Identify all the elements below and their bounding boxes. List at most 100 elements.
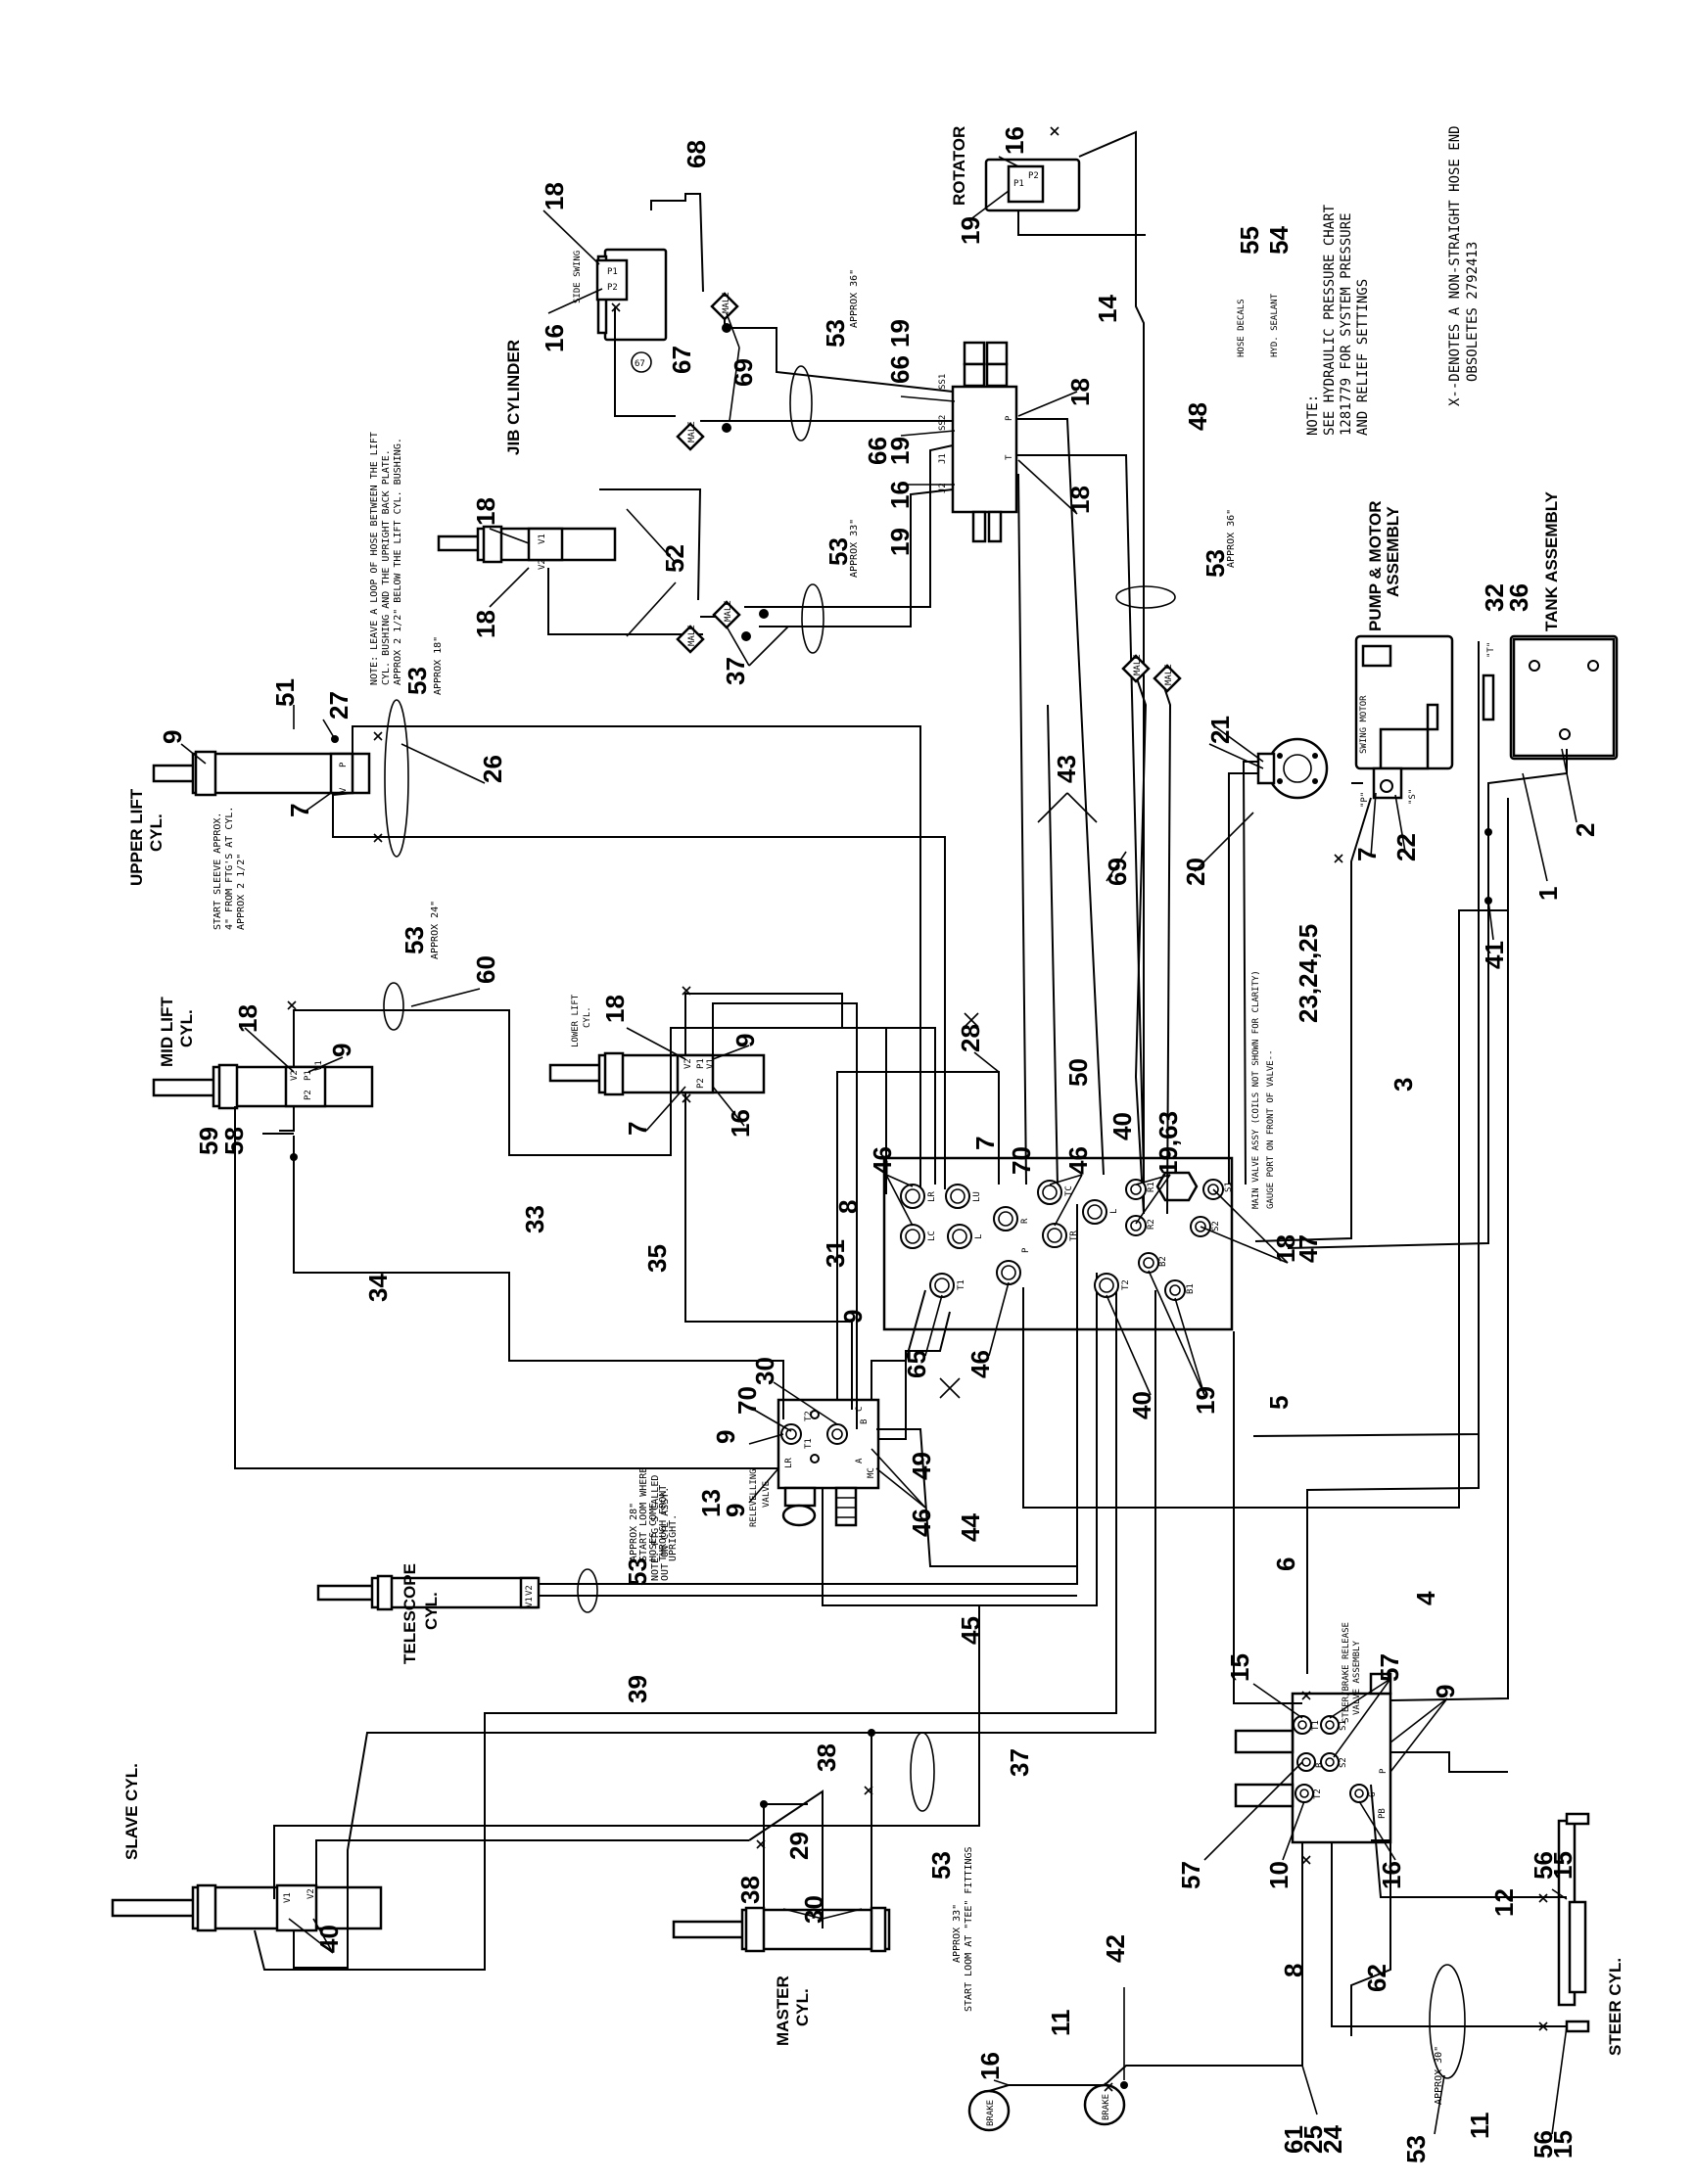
- callout-46: 46: [907, 1509, 936, 1537]
- upper-lift-cylinder: [152, 750, 371, 797]
- male-5: MALE: [1133, 654, 1143, 675]
- svg-text:X--DENOTES A NON-STRAIGHT HOSE: X--DENOTES A NON-STRAIGHT HOSE END: [1447, 125, 1463, 406]
- svg-text:T: T: [1005, 454, 1014, 460]
- svg-text:T1: T1: [804, 1438, 814, 1449]
- svg-text:4" FROM FTG'S AT CYL.: 4" FROM FTG'S AT CYL.: [224, 807, 235, 930]
- callout-34: 34: [363, 1274, 393, 1302]
- svg-text:APPROX 36": APPROX 36": [849, 269, 860, 328]
- callout-46: 46: [868, 1146, 897, 1175]
- callout-53: 53: [402, 667, 432, 695]
- slave-cylinder: [111, 1883, 383, 1932]
- svg-text:OBSOLETES 2792413: OBSOLETES 2792413: [1465, 242, 1481, 382]
- general-notes: NOTE: SEE HYDRAULIC PRESSURE CHART 12817…: [1305, 125, 1481, 436]
- svg-text:"S": "S": [1408, 789, 1418, 805]
- callout-8: 8: [1279, 1964, 1308, 1977]
- svg-text:P: P: [1021, 1247, 1031, 1253]
- callout-30: 30: [799, 1895, 828, 1924]
- swing-jib-manifold: [951, 341, 1018, 543]
- callout-51: 51: [270, 678, 300, 707]
- male-3: MALE: [724, 600, 733, 622]
- svg-text:"T": "T": [1486, 642, 1496, 658]
- svg-text:L: L: [974, 1234, 984, 1239]
- cylinder-port-labels: P V V1 V2 V2 P1 P2 V1 V2 P1 P2 V1 V2 V1 …: [283, 534, 716, 1903]
- male-6: MALE: [1164, 664, 1174, 685]
- svg-text:P1: P1: [607, 267, 618, 277]
- svg-text:APPROX 33": APPROX 33": [849, 519, 860, 578]
- callout-56: 56: [1529, 2130, 1558, 2159]
- callout-6: 6: [1271, 1557, 1300, 1571]
- svg-text:LR: LR: [784, 1458, 794, 1468]
- label-jib-cylinder: JIB CYLINDER: [504, 340, 523, 455]
- label-main-valve-1: MAIN VALVE ASSY (COILS NOT SHOWN FOR CLA…: [1251, 970, 1261, 1209]
- label-steer: STEER CYL.: [1606, 1958, 1624, 2056]
- label-master-2: CYL.: [793, 1988, 812, 2026]
- callout-68: 68: [682, 140, 711, 168]
- svg-text:B: B: [1315, 1763, 1325, 1768]
- svg-text:V1: V1: [706, 1058, 716, 1069]
- callout-18: 18: [233, 1004, 262, 1033]
- callout-61: 61: [1279, 2125, 1308, 2154]
- steer-cylinder: [1557, 1812, 1590, 2033]
- label-master-1: MASTER: [774, 1975, 792, 2046]
- callout-numbers: 16 19 68 18 16 67 69 53 66 19 66 19 16 1…: [158, 126, 1600, 2163]
- callout-53: 53: [821, 319, 850, 348]
- svg-text:UPRIGHT.: UPRIGHT.: [668, 1514, 679, 1561]
- callout-39: 39: [623, 1675, 652, 1703]
- svg-text:V1: V1: [314, 1060, 324, 1071]
- label-upper-lift-2: CYL.: [147, 813, 165, 852]
- callout-16: 16: [726, 1109, 755, 1138]
- svg-text:AND RELIEF SETTINGS: AND RELIEF SETTINGS: [1355, 279, 1371, 436]
- label-brake-left: BRAKE: [986, 2100, 996, 2126]
- callout-20: 20: [1181, 858, 1210, 886]
- svg-text:C: C: [855, 1407, 865, 1412]
- callout-57: 57: [1176, 1861, 1205, 1889]
- svg-text:TR: TR: [1069, 1231, 1079, 1241]
- callout-50: 50: [1063, 1058, 1093, 1087]
- callout-2: 2: [1571, 823, 1600, 837]
- svg-text:B: B: [860, 1419, 870, 1424]
- callout-37: 37: [721, 657, 750, 685]
- callout-19-63: 19,63: [1154, 1111, 1183, 1175]
- callout-15: 15: [1548, 2130, 1577, 2159]
- callout-42: 42: [1101, 1934, 1130, 1963]
- svg-text:G: G: [1368, 1792, 1378, 1797]
- svg-text:P2: P2: [1028, 171, 1039, 181]
- svg-text:P: P: [1379, 1768, 1389, 1774]
- svg-text:V2: V2: [538, 559, 547, 570]
- svg-text:HOSES COME: HOSES COME: [648, 1503, 659, 1561]
- svg-text:V2: V2: [306, 1888, 316, 1899]
- callout-53: 53: [623, 1557, 652, 1586]
- svg-text:APPROX 24": APPROX 24": [430, 901, 441, 959]
- svg-text:P1: P1: [696, 1058, 706, 1069]
- rotator: P1 P2: [984, 158, 1081, 212]
- callout-13: 13: [696, 1489, 726, 1517]
- callout-69: 69: [1103, 858, 1132, 886]
- svg-text:START LOOM WHERE: START LOOM WHERE: [638, 1467, 649, 1561]
- callout-25: 25: [1298, 2125, 1328, 2154]
- callout-65: 65: [902, 1350, 931, 1378]
- label-lower-lift: LOWER LIFT: [571, 994, 581, 1047]
- callout-1: 1: [1533, 887, 1563, 901]
- svg-text:APPROX 18": APPROX 18": [433, 636, 444, 695]
- callout-56: 56: [1529, 1851, 1558, 1880]
- svg-text:APPROX 2 1/2" BELOW THE LIFT C: APPROX 2 1/2" BELOW THE LIFT CYL. BUSHIN…: [393, 438, 403, 685]
- callout-35: 35: [642, 1244, 672, 1273]
- label-lower-lift-2: CYL.: [583, 1006, 592, 1028]
- male-2: MALE: [687, 421, 697, 442]
- svg-text:S2: S2: [1211, 1221, 1221, 1231]
- mid-lift-cylinder: [152, 1063, 374, 1110]
- callout-27: 27: [324, 691, 353, 720]
- callout-15: 15: [1548, 1851, 1577, 1880]
- callout-36: 36: [1504, 583, 1533, 612]
- relevelling-port-labels: T2 T1 LR B C A MC: [784, 1407, 876, 1478]
- svg-text:P: P: [339, 762, 349, 767]
- svg-text:TC: TC: [1064, 1185, 1074, 1196]
- callout-46: 46: [1063, 1146, 1093, 1175]
- svg-text:R: R: [1020, 1218, 1030, 1224]
- pump-port-labels: "P" "S" "T": [1360, 642, 1496, 808]
- male-fittings: [676, 292, 1182, 693]
- callout-9: 9: [838, 1310, 868, 1324]
- label-upper-lift-1: UPPER LIFT: [127, 788, 146, 886]
- svg-text:S2: S2: [1339, 1757, 1348, 1768]
- svg-text:S1: S1: [1339, 1720, 1348, 1731]
